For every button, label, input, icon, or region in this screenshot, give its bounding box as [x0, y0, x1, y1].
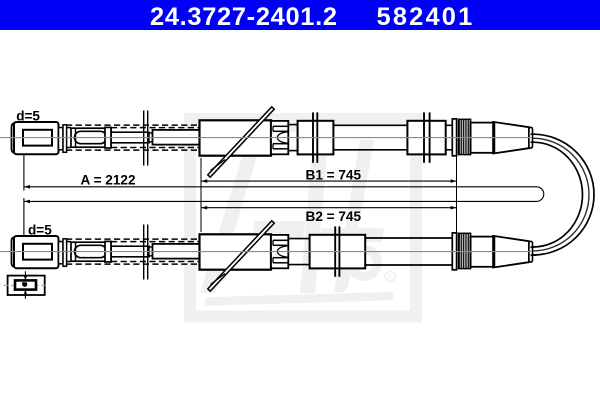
svg-text:B1 = 745: B1 = 745	[306, 168, 362, 183]
svg-text:582401: 582401	[377, 3, 475, 31]
svg-text:d=5: d=5	[16, 108, 40, 123]
svg-text:24.3727-2401.2: 24.3727-2401.2	[150, 3, 338, 31]
svg-text:d=5: d=5	[28, 222, 52, 237]
svg-text:A = 2122: A = 2122	[81, 173, 136, 188]
svg-text:B2 = 745: B2 = 745	[306, 209, 362, 224]
svg-text:R: R	[387, 273, 393, 282]
